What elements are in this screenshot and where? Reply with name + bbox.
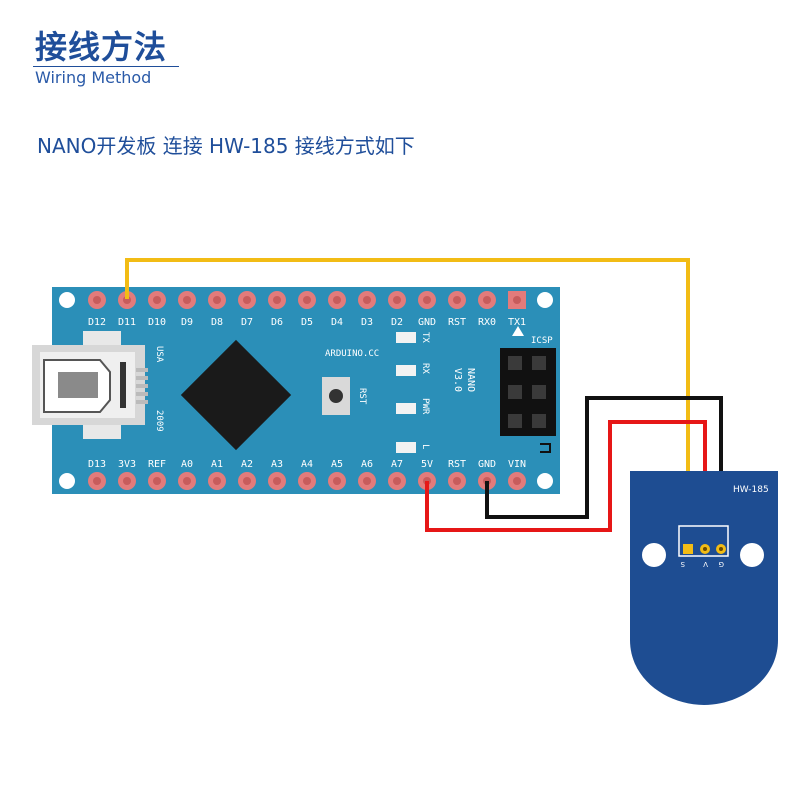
bottom-pin-label-12: RST	[448, 459, 466, 470]
bottom-pad-hole-6	[273, 477, 281, 485]
bottom-pad-hole-14	[513, 477, 521, 485]
top-pad-hole-0	[93, 296, 101, 304]
led-label-rx: RX	[420, 363, 430, 374]
top-pin-label-6: D6	[271, 317, 283, 328]
module-hole-right	[740, 543, 764, 567]
module-pin-pads	[683, 544, 726, 554]
module-pin-v: V	[703, 560, 708, 568]
top-pin-label-7: D5	[301, 317, 313, 328]
silk-year: 2009	[154, 410, 164, 432]
top-pad-hole-7	[303, 296, 311, 304]
top-pad-hole-10	[393, 296, 401, 304]
top-pin-header: D12 D11 D10 D9 D8 D7 D6 D5 D4 D3 D2 GND RST RX0 TX1	[88, 291, 526, 328]
top-pin-label-11: GND	[418, 317, 436, 328]
top-pad-hole-13	[483, 296, 491, 304]
title-underline	[33, 66, 179, 67]
bottom-pin-label-13: GND	[478, 459, 496, 470]
signal-wire	[125, 258, 690, 550]
silk-icsp: ICSP	[531, 336, 553, 346]
module-pin-g: G	[719, 560, 724, 568]
page-title: 接线方法	[35, 28, 168, 66]
bottom-pad-hole-2	[153, 477, 161, 485]
ground-wire	[485, 396, 723, 550]
bottom-pin-label-1: 3V3	[118, 459, 136, 470]
top-pin-label-4: D8	[211, 317, 223, 328]
hw185-module	[630, 471, 778, 705]
bottom-pin-label-7: A4	[301, 459, 313, 470]
bottom-pin-label-3: A0	[181, 459, 193, 470]
bottom-pin-label-4: A1	[211, 459, 223, 470]
bottom-pad-hole-7	[303, 477, 311, 485]
top-pin-label-2: D10	[148, 317, 166, 328]
module-pin-s: S	[680, 560, 685, 568]
silk-arduino: ARDUINO.CC	[325, 349, 379, 359]
bottom-pad-hole-3	[183, 477, 191, 485]
top-pad-hole-2	[153, 296, 161, 304]
top-pad-hole-14	[513, 296, 521, 304]
bottom-pad-hole-1	[123, 477, 131, 485]
top-pad-hole-12	[453, 296, 461, 304]
bottom-pad-hole-8	[333, 477, 341, 485]
tx-arrow-icon	[512, 326, 524, 336]
top-pin-label-9: D3	[361, 317, 373, 328]
top-pad-hole-5	[243, 296, 251, 304]
top-pin-label-8: D4	[331, 317, 343, 328]
module-hole-left	[642, 543, 666, 567]
top-pad-hole-3	[183, 296, 191, 304]
usb-connector	[32, 331, 148, 439]
status-leds	[396, 332, 416, 453]
top-pad-hole-9	[363, 296, 371, 304]
silk-nano: NANO	[465, 368, 476, 392]
bottom-pin-label-9: A6	[361, 459, 373, 470]
bottom-pin-label-2: REF	[148, 459, 166, 470]
module-pin-header	[678, 525, 729, 557]
top-pin-label-13: RX0	[478, 317, 496, 328]
silk-version: V3.0	[452, 368, 463, 392]
bottom-pin-label-0: D13	[88, 459, 106, 470]
bottom-pin-label-11: 5V	[421, 459, 433, 470]
intro-text: NANO开发板 连接 HW-185 接线方式如下	[37, 134, 415, 158]
module-name: HW-185	[733, 485, 769, 495]
bottom-pad-hole-0	[93, 477, 101, 485]
top-pad-hole-11	[423, 296, 431, 304]
top-pad-hole-6	[273, 296, 281, 304]
reset-button[interactable]	[322, 377, 350, 415]
reset-label: RST	[357, 388, 367, 405]
bottom-pin-label-5: A2	[241, 459, 253, 470]
top-pin-label-14: TX1	[508, 317, 526, 328]
bottom-pin-header: D13 3V3 REF A0 A1 A2 A3 A4 A5 A6 A7 5V RST GND VIN	[88, 459, 526, 490]
led-label-tx: TX	[420, 332, 430, 343]
bottom-pin-label-14: VIN	[508, 459, 526, 470]
top-pad-hole-4	[213, 296, 221, 304]
bottom-pin-label-10: A7	[391, 459, 403, 470]
bottom-pad-hole-4	[213, 477, 221, 485]
top-pad-hole-8	[333, 296, 341, 304]
silk-usa: USA	[154, 346, 164, 363]
top-pin-label-12: RST	[448, 317, 466, 328]
top-pin-label-3: D9	[181, 317, 193, 328]
icsp-header	[500, 348, 556, 453]
top-pin-label-10: D2	[391, 317, 403, 328]
power-wire	[425, 420, 707, 550]
bottom-pad-hole-9	[363, 477, 371, 485]
led-label-l: L	[420, 444, 430, 449]
top-pin-label-1: D11	[118, 317, 136, 328]
bottom-pad-hole-5	[243, 477, 251, 485]
top-pin-label-5: D7	[241, 317, 253, 328]
page-subtitle: Wiring Method	[35, 68, 152, 87]
led-label-pwr: PWR	[420, 398, 430, 415]
top-pin-label-0: D12	[88, 317, 106, 328]
bottom-pad-hole-12	[453, 477, 461, 485]
bottom-pad-hole-10	[393, 477, 401, 485]
bottom-pin-label-6: A3	[271, 459, 283, 470]
board-mounting-holes	[59, 292, 553, 489]
bottom-pin-label-8: A5	[331, 459, 343, 470]
